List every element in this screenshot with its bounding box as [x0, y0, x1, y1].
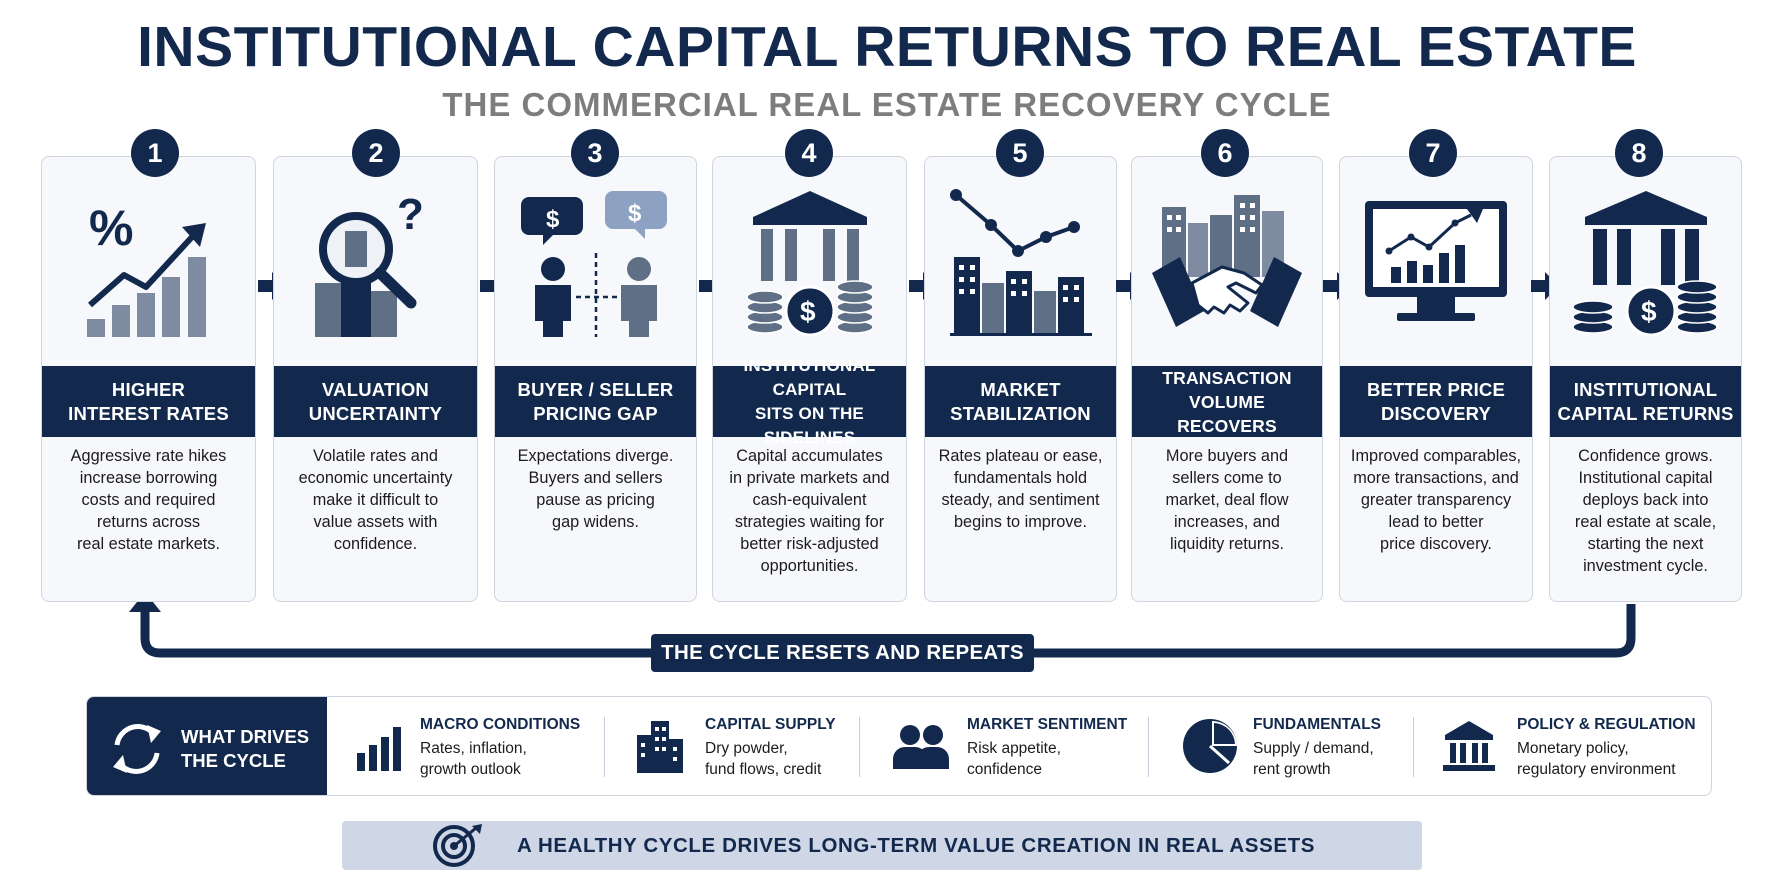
people-icon	[893, 725, 949, 769]
step-card-1: % HIGHER INTEREST RATES Aggressive rate …	[41, 156, 256, 602]
handshake-city-icon	[1132, 187, 1322, 362]
step-number-3: 3	[571, 129, 619, 177]
svg-text:$: $	[628, 200, 642, 227]
step-number-4: 4	[785, 129, 833, 177]
step-number-2: 2	[352, 129, 400, 177]
bank-capital-icon: $	[1550, 187, 1741, 362]
magnifier-buildings-icon: ?	[274, 187, 477, 362]
divider	[1148, 717, 1149, 777]
driver-capital-supply: CAPITAL SUPPLY Dry powder,fund flows, cr…	[627, 697, 907, 795]
svg-text:?: ?	[397, 190, 424, 239]
step-number-6: 6	[1201, 129, 1249, 177]
divider	[1413, 717, 1414, 777]
pie-chart-icon	[1183, 719, 1237, 773]
svg-text:$: $	[1641, 296, 1657, 327]
step-desc-7: Improved comparables,more transactions, …	[1350, 447, 1522, 553]
buyer-seller-icon: $ $	[495, 187, 696, 362]
driver-macro-conditions: MACRO CONDITIONS Rates, inflation,growth…	[327, 697, 627, 795]
driver-market-sentiment: MARKET SENTIMENT Risk appetite,confidenc…	[887, 697, 1167, 795]
banner-text: A HEALTHY CYCLE DRIVES LONG-TERM VALUE C…	[517, 834, 1316, 857]
target-icon	[433, 824, 482, 867]
cycle-drivers-panel: WHAT DRIVES THE CYCLE MACRO CONDITIONS R…	[86, 696, 1712, 796]
bottom-banner: A HEALTHY CYCLE DRIVES LONG-TERM VALUE C…	[342, 821, 1422, 870]
page-subtitle: THE COMMERCIAL REAL ESTATE RECOVERY CYCL…	[442, 86, 1332, 123]
drivers-header: WHAT DRIVES THE CYCLE	[87, 697, 327, 795]
buildings-icon	[637, 721, 683, 773]
page-title: INSTITUTIONAL CAPITAL RETURNS TO REAL ES…	[137, 15, 1637, 79]
driver-policy-regulation: POLICY & REGULATION Monetary policy,regu…	[1437, 697, 1707, 795]
divider	[859, 717, 860, 777]
interest-rate-chart-icon: %	[42, 187, 255, 362]
driver-fundamentals: FUNDAMENTALS Supply / demand,rent growth	[1177, 697, 1447, 795]
step-number-1: 1	[131, 129, 179, 177]
step-number-7: 7	[1409, 129, 1457, 177]
bank-coins-icon: $	[713, 187, 906, 362]
cycle-resets-label: THE CYCLE RESETS AND REPEATS	[651, 634, 1034, 672]
monitor-chart-icon	[1340, 187, 1532, 362]
svg-text:$: $	[800, 296, 816, 327]
cycle-refresh-icon	[113, 724, 161, 774]
step-number-5: 5	[996, 129, 1044, 177]
bar-chart-icon	[357, 727, 401, 771]
divider	[604, 717, 605, 777]
step-number-8: 8	[1615, 129, 1663, 177]
step-title-1: HIGHER INTEREST RATES	[42, 366, 255, 437]
svg-text:%: %	[89, 200, 133, 256]
svg-text:$: $	[546, 206, 560, 233]
government-building-icon	[1443, 721, 1495, 771]
city-trendline-icon	[925, 187, 1116, 362]
